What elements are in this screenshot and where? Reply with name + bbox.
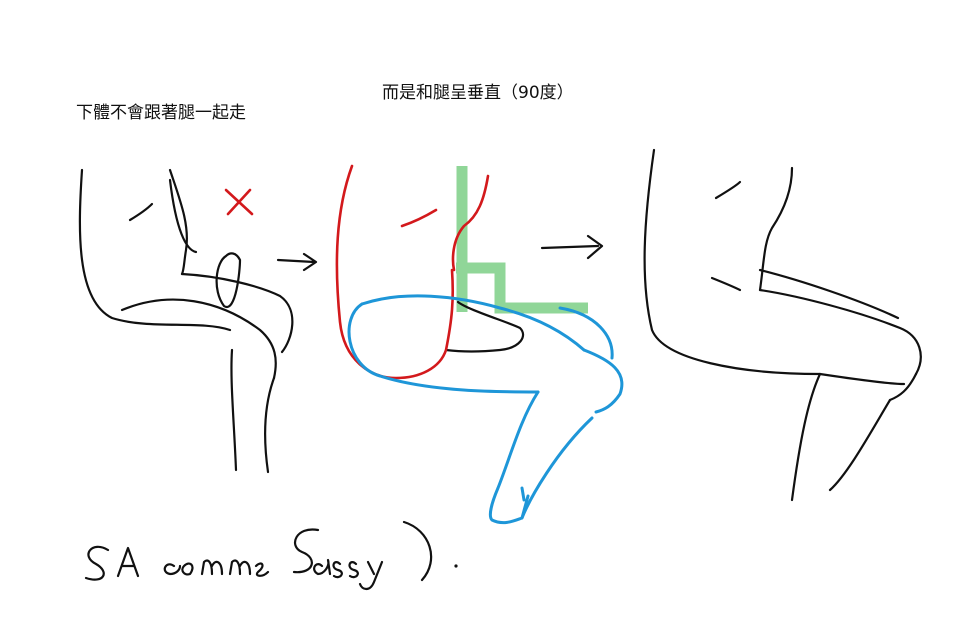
torso-front-red — [451, 174, 490, 272]
thigh-bottom — [758, 268, 906, 386]
shin-back — [790, 372, 822, 502]
crotch-mark — [710, 276, 742, 292]
signature-dot — [454, 564, 458, 568]
figure-construction — [335, 164, 624, 525]
caption-middle: 而是和腿呈垂直（90度） — [382, 83, 574, 103]
signature — [84, 520, 458, 591]
thigh-top — [758, 288, 922, 376]
knee-front — [888, 372, 918, 402]
signature-stroke — [84, 520, 433, 591]
hip-oval-blue — [360, 294, 586, 352]
crease-mark — [128, 202, 154, 222]
figure-incorrect — [78, 168, 294, 474]
x-wrong-mark — [224, 188, 254, 216]
shin-front — [264, 376, 276, 474]
back-line — [78, 168, 232, 332]
back-line — [643, 148, 822, 376]
figure-correct — [643, 148, 922, 502]
ankle-blue — [520, 486, 530, 520]
thigh-black-stroke — [444, 300, 525, 353]
thigh-top — [180, 272, 294, 354]
crease-mark — [714, 180, 742, 200]
torso-front — [168, 178, 198, 254]
shin-back — [230, 348, 238, 472]
belly-line — [758, 166, 794, 292]
knee-blue — [558, 306, 624, 414]
thigh-upper-blue — [347, 302, 540, 394]
arrow-right-icon — [276, 252, 318, 272]
belly-line — [168, 168, 188, 276]
arrow-right-icon — [540, 234, 604, 260]
caption-left: 下體不會跟著腿一起走 — [76, 103, 246, 123]
crease-red — [400, 208, 438, 228]
shin-front — [828, 398, 892, 492]
right-angle-marker — [456, 166, 588, 314]
thigh-bottom — [120, 298, 277, 380]
torso-back-red — [335, 164, 455, 380]
shin-blue — [488, 390, 594, 525]
